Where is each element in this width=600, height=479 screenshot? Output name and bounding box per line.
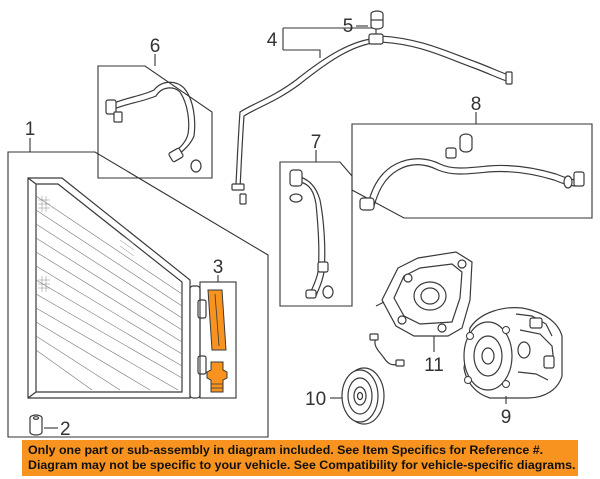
receiver-dryer-part xyxy=(206,289,228,393)
compressor-bracket-group: 11 xyxy=(375,251,473,376)
condenser-group: 1 xyxy=(7,119,269,438)
callout-1: 1 xyxy=(25,119,36,140)
liquid-line-part xyxy=(289,169,334,299)
service-cap-group: 5 xyxy=(343,10,384,37)
callout-6: 6 xyxy=(150,36,161,57)
bushing-part: 2 xyxy=(29,414,71,440)
discharge-hose-group: 6 xyxy=(97,36,213,179)
discharge-hose-part xyxy=(105,81,202,173)
service-cap-part xyxy=(370,10,384,30)
callout-10: 10 xyxy=(305,389,326,410)
disclaimer-line-2: Diagram may not be specific to your vehi… xyxy=(28,458,576,472)
compressor-bracket-part xyxy=(375,251,473,337)
callout-11: 11 xyxy=(424,355,444,376)
clutch-part xyxy=(341,333,405,425)
disclaimer-line-1: Only one part or sub-assembly in diagram… xyxy=(28,443,544,457)
callout-2: 2 xyxy=(60,419,71,440)
condenser-core xyxy=(27,177,207,399)
receiver-dryer-group: 3 xyxy=(199,257,237,399)
callout-8: 8 xyxy=(471,94,482,115)
compressor-group: 9 xyxy=(463,307,563,428)
disclaimer-banner: Only one part or sub-assembly in diagram… xyxy=(22,440,578,476)
callout-5: 5 xyxy=(343,16,354,37)
compressor-part xyxy=(463,307,563,399)
callout-9: 9 xyxy=(501,407,512,428)
hose-assembly-group: 8 xyxy=(351,94,593,219)
dryer-plug xyxy=(206,361,228,393)
callout-7: 7 xyxy=(311,132,322,153)
hose-assembly-part xyxy=(359,133,585,211)
callout-4: 4 xyxy=(267,30,278,51)
suction-line-group: 4 xyxy=(231,27,513,205)
callout-3: 3 xyxy=(213,257,224,278)
clutch-group: 10 xyxy=(305,333,405,425)
suction-line-part xyxy=(231,33,513,205)
liquid-line-group: 7 xyxy=(279,132,353,307)
